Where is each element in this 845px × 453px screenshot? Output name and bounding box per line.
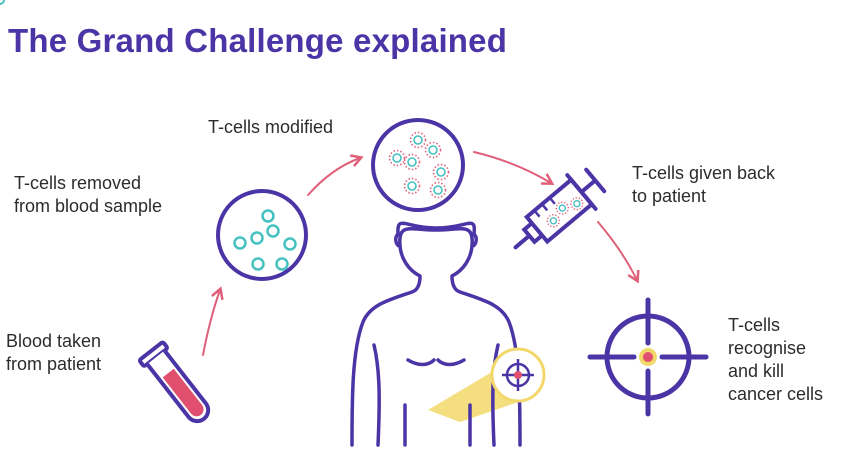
- page-title: The Grand Challenge explained: [8, 22, 508, 59]
- test-tube-icon: [137, 340, 211, 424]
- step-label-tcells-removed: T-cells removed from blood sample: [14, 173, 163, 216]
- syringe-icon: [513, 167, 607, 250]
- arrow-dish-to-modified: [307, 154, 364, 196]
- arrow-syringe-to-target: [597, 221, 640, 284]
- modified-cells-dish-icon: [0, 0, 465, 212]
- flow-arrows: [202, 151, 640, 356]
- arrow-modified-to-syringe: [473, 151, 555, 186]
- step-label-tcells-modified: T-cells modified: [208, 117, 334, 137]
- step-label-recognise-kill: T-cells recognise and kill cancer cells: [728, 315, 824, 404]
- step-label-blood-taken: Blood taken from patient: [6, 331, 102, 374]
- human-body-icon: [350, 221, 522, 447]
- step-label-tcells-given-back: T-cells given back to patient: [632, 163, 776, 206]
- petri-dish-icon: [216, 189, 308, 281]
- crosshair-target-icon: [587, 297, 709, 417]
- small-target-icon: [490, 347, 546, 403]
- arrow-tube-to-dish: [202, 286, 224, 356]
